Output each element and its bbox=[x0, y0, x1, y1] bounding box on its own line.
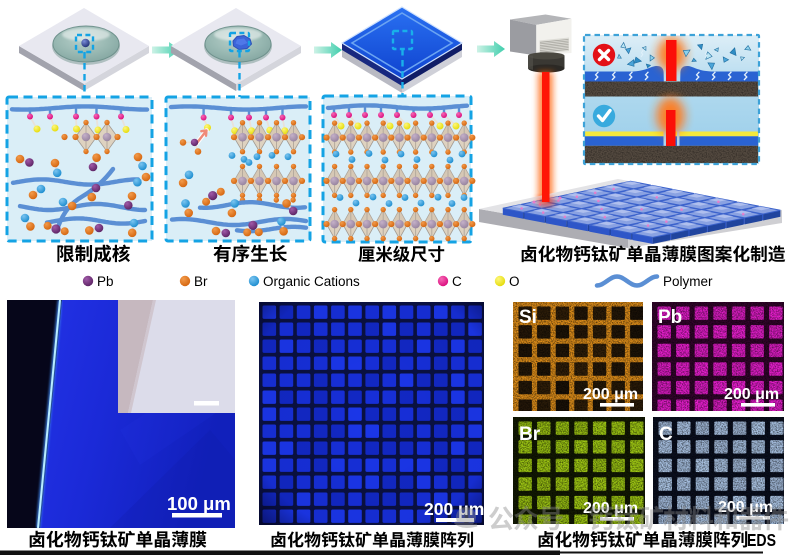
svg-text:Organic Cations: Organic Cations bbox=[263, 274, 360, 289]
svg-text:100 μm: 100 μm bbox=[167, 493, 231, 514]
svg-text:Polymer: Polymer bbox=[663, 274, 713, 289]
svg-text:200 μm: 200 μm bbox=[724, 386, 779, 403]
svg-text:Pb: Pb bbox=[97, 274, 114, 289]
svg-text:Pb: Pb bbox=[658, 307, 682, 328]
svg-text:C: C bbox=[452, 274, 462, 289]
svg-text:C: C bbox=[659, 424, 673, 445]
svg-text:200 μm: 200 μm bbox=[424, 499, 484, 519]
svg-text:Br: Br bbox=[519, 424, 541, 445]
svg-text:Br: Br bbox=[194, 274, 208, 289]
svg-text:200 μm: 200 μm bbox=[583, 386, 638, 403]
svg-text:EDS: EDS bbox=[747, 530, 776, 550]
svg-text:O: O bbox=[509, 274, 520, 289]
svg-text:Si: Si bbox=[519, 307, 537, 328]
